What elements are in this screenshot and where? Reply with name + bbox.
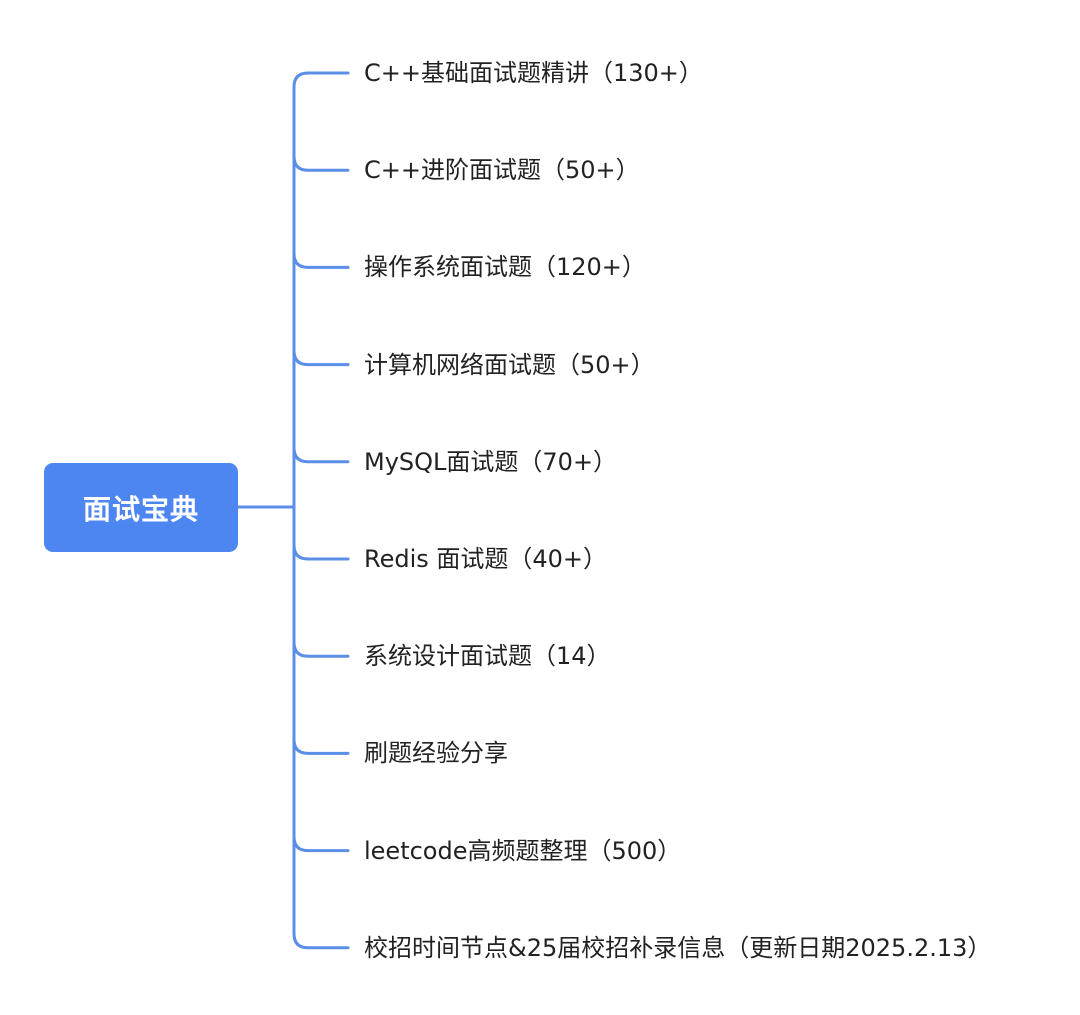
branch-connector [292,251,350,269]
branch-connector [292,932,350,950]
root-label: 面试宝典 [82,492,199,526]
branch-connector [292,154,350,172]
branch-node[interactable]: 校招时间节点&25届校招补录信息（更新日期2025.2.13） [364,933,992,962]
root-node[interactable]: 面试宝典 [44,463,238,552]
branch-node[interactable]: 刷题经验分享 [364,739,508,768]
branch-node[interactable]: MySQL面试题（70+） [364,447,618,476]
branch-connector [292,543,350,561]
branch-node[interactable]: C++进阶面试题（50+） [364,156,640,185]
branch-connector [292,349,350,367]
branch-node[interactable]: C++基础面试题精讲（130+） [364,59,703,87]
branch-connector [292,835,350,853]
branch-node[interactable]: 系统设计面试题（14） [364,642,611,671]
branch-connector [292,446,350,464]
branch-connector [292,640,350,658]
branch-node[interactable]: 计算机网络面试题（50+） [364,350,655,379]
branch-connector [292,737,350,755]
branch-connector [292,71,350,89]
branch-node[interactable]: Redis 面试题（40+） [364,545,608,573]
branch-node[interactable]: leetcode高频题整理（500） [364,836,682,865]
branch-node[interactable]: 操作系统面试题（120+） [364,253,646,282]
